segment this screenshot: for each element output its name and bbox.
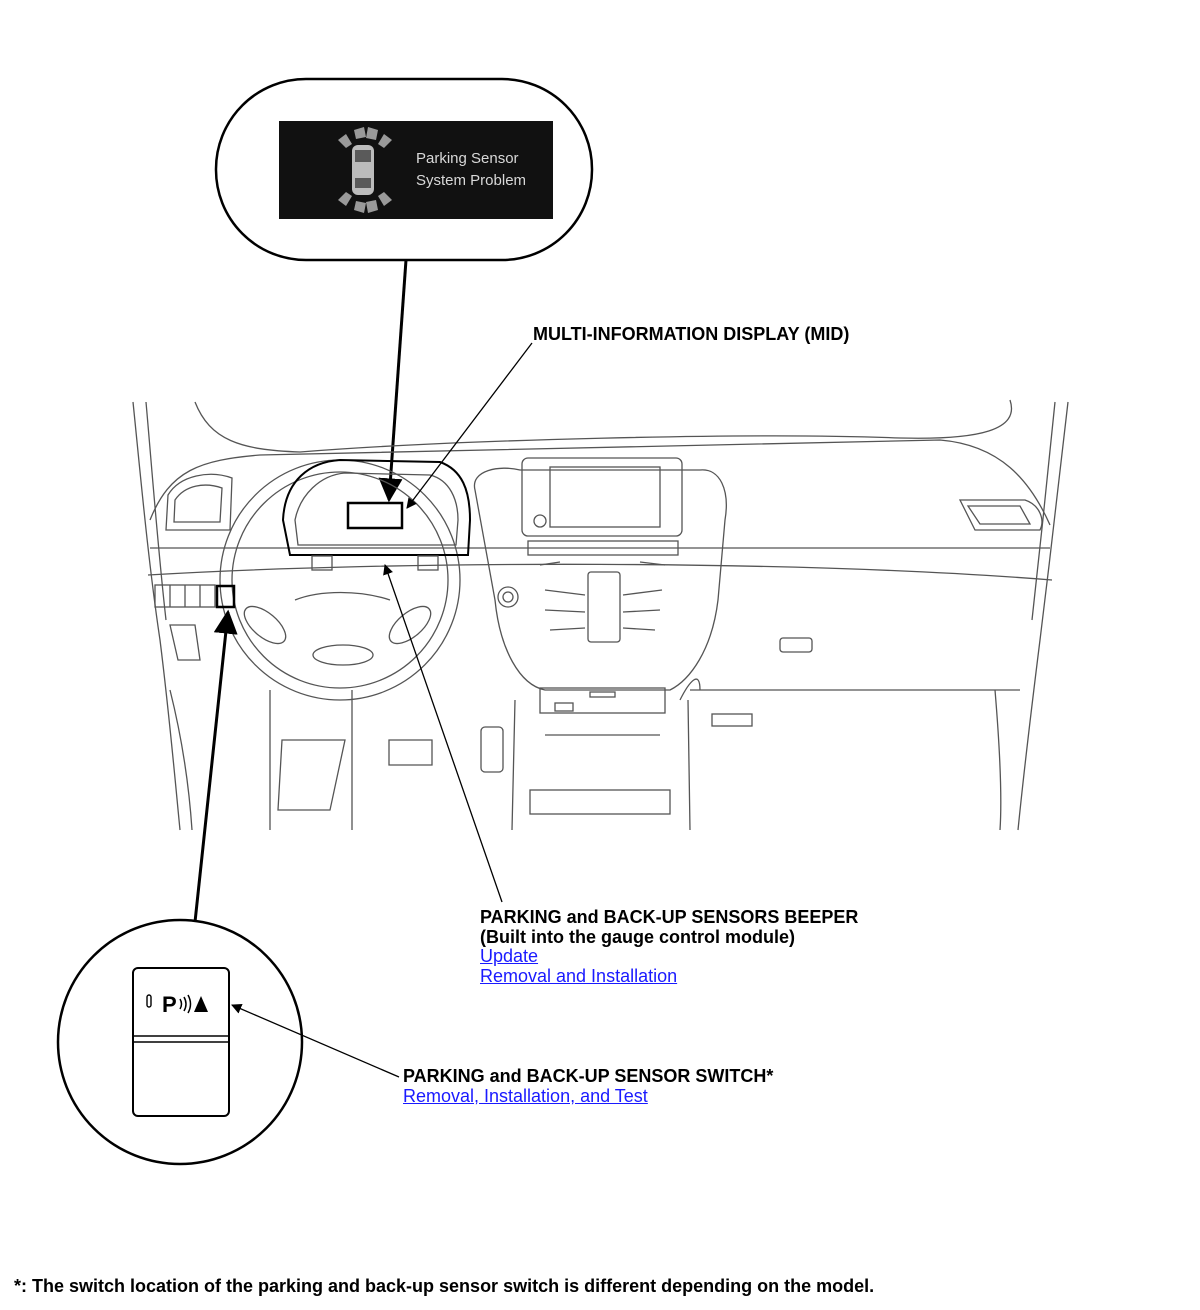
mid-location-box: [346, 501, 404, 530]
dashboard-line-art: [132, 399, 1069, 831]
mid-screen-line-2: System Problem: [416, 172, 527, 189]
parking-sensor-car-icon: [338, 127, 392, 213]
mid-screen: [279, 121, 553, 219]
beeper-label-line-1: PARKING and BACK-UP SENSORS BEEPER: [480, 907, 859, 927]
beeper-removal-installation-link[interactable]: Removal and Installation: [480, 966, 678, 986]
switch-indicator-light: [146, 994, 152, 1008]
beeper-update-link[interactable]: Update: [480, 946, 539, 966]
switch-p-symbol: P: [162, 992, 177, 1017]
switch-removal-installation-test-link[interactable]: Removal, Installation, and Test: [403, 1086, 648, 1106]
footnote: *: The switch location of the parking an…: [14, 1276, 875, 1296]
mid-label: MULTI-INFORMATION DISPLAY (MID): [533, 324, 850, 344]
beeper-label-line-2: (Built into the gauge control module): [480, 927, 795, 947]
switch-label: PARKING and BACK-UP SENSOR SWITCH*: [403, 1066, 774, 1086]
sensor-wave-icon: [179, 994, 192, 1014]
mid-screen-line-1: Parking Sensor: [416, 150, 519, 167]
switch-location-box: [215, 584, 236, 609]
